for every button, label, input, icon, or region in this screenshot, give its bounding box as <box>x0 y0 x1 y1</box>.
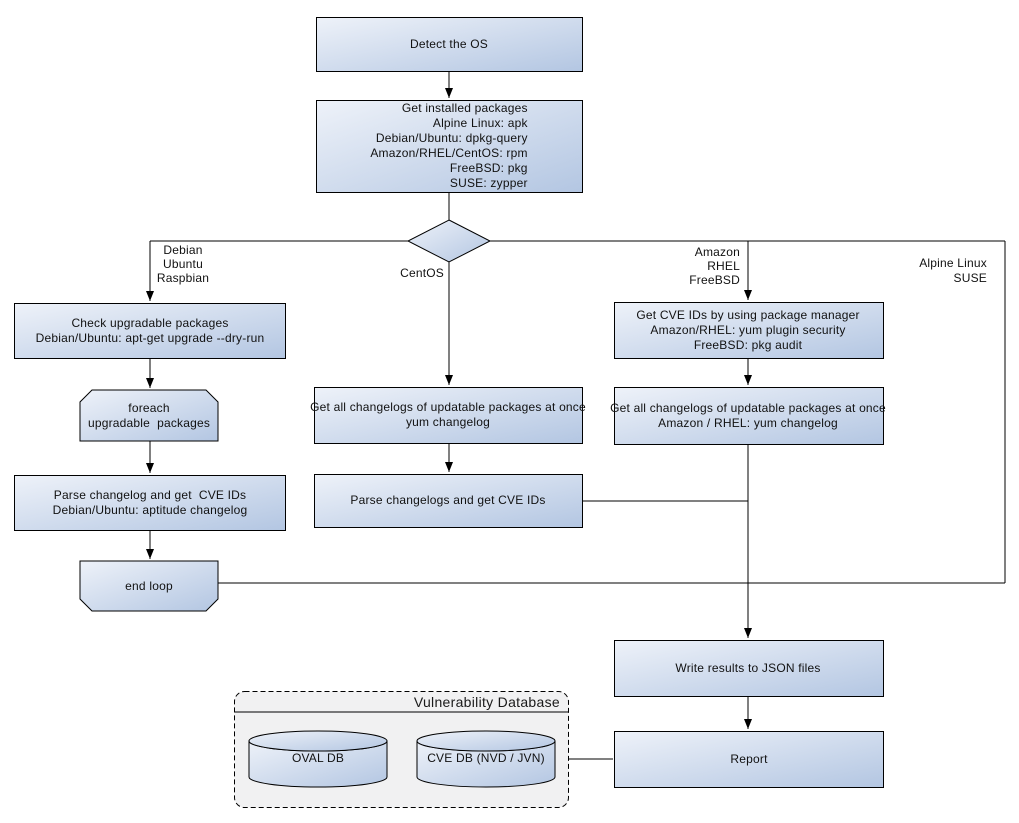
detect-os-node <box>316 17 583 72</box>
foreach-loop-node <box>79 389 219 442</box>
write-results-node <box>614 640 884 697</box>
os-decision-diamond <box>406 219 492 263</box>
end-loop-node <box>79 560 219 612</box>
check-upgradable-node <box>14 303 286 359</box>
get-changelogs-centos-node <box>314 387 583 444</box>
get-changelogs-rhel-node <box>614 387 884 445</box>
get-installed-packages-node <box>316 100 583 193</box>
oval-db-cylinder-top <box>248 730 388 752</box>
cve-db-cylinder-top <box>416 730 556 752</box>
report-node <box>614 731 884 788</box>
parse-changelogs-centos-node <box>314 474 583 528</box>
parse-changelog-debian-node <box>14 475 286 531</box>
get-cve-ids-pkg-mgr-node <box>614 302 884 359</box>
